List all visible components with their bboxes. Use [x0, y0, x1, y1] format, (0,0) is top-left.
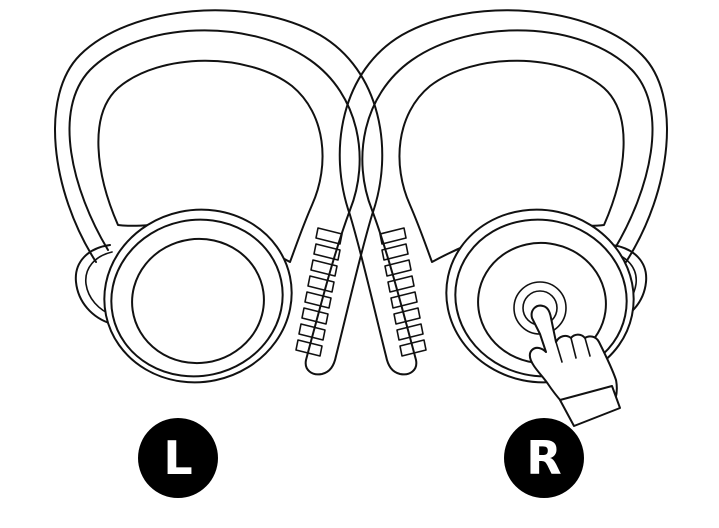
left-badge: L	[138, 418, 218, 498]
left-wing-tip	[74, 244, 113, 325]
left-touch-panel	[131, 237, 265, 365]
letter-l-badge-icon	[138, 418, 218, 498]
right-ear-hook	[338, 9, 668, 376]
right-earbud	[338, 9, 668, 427]
right-grip-ridges	[379, 227, 427, 357]
left-earbud-housing	[103, 208, 293, 384]
letter-r-badge-icon	[504, 418, 584, 498]
left-badge-label: L	[163, 431, 192, 485]
right-badge-label: R	[526, 431, 561, 485]
right-badge: R	[504, 418, 584, 498]
left-grip-ridges	[295, 227, 343, 357]
left-earbud	[54, 9, 384, 384]
tap-gesture-icon	[528, 304, 621, 427]
left-ear-hook	[54, 9, 384, 376]
